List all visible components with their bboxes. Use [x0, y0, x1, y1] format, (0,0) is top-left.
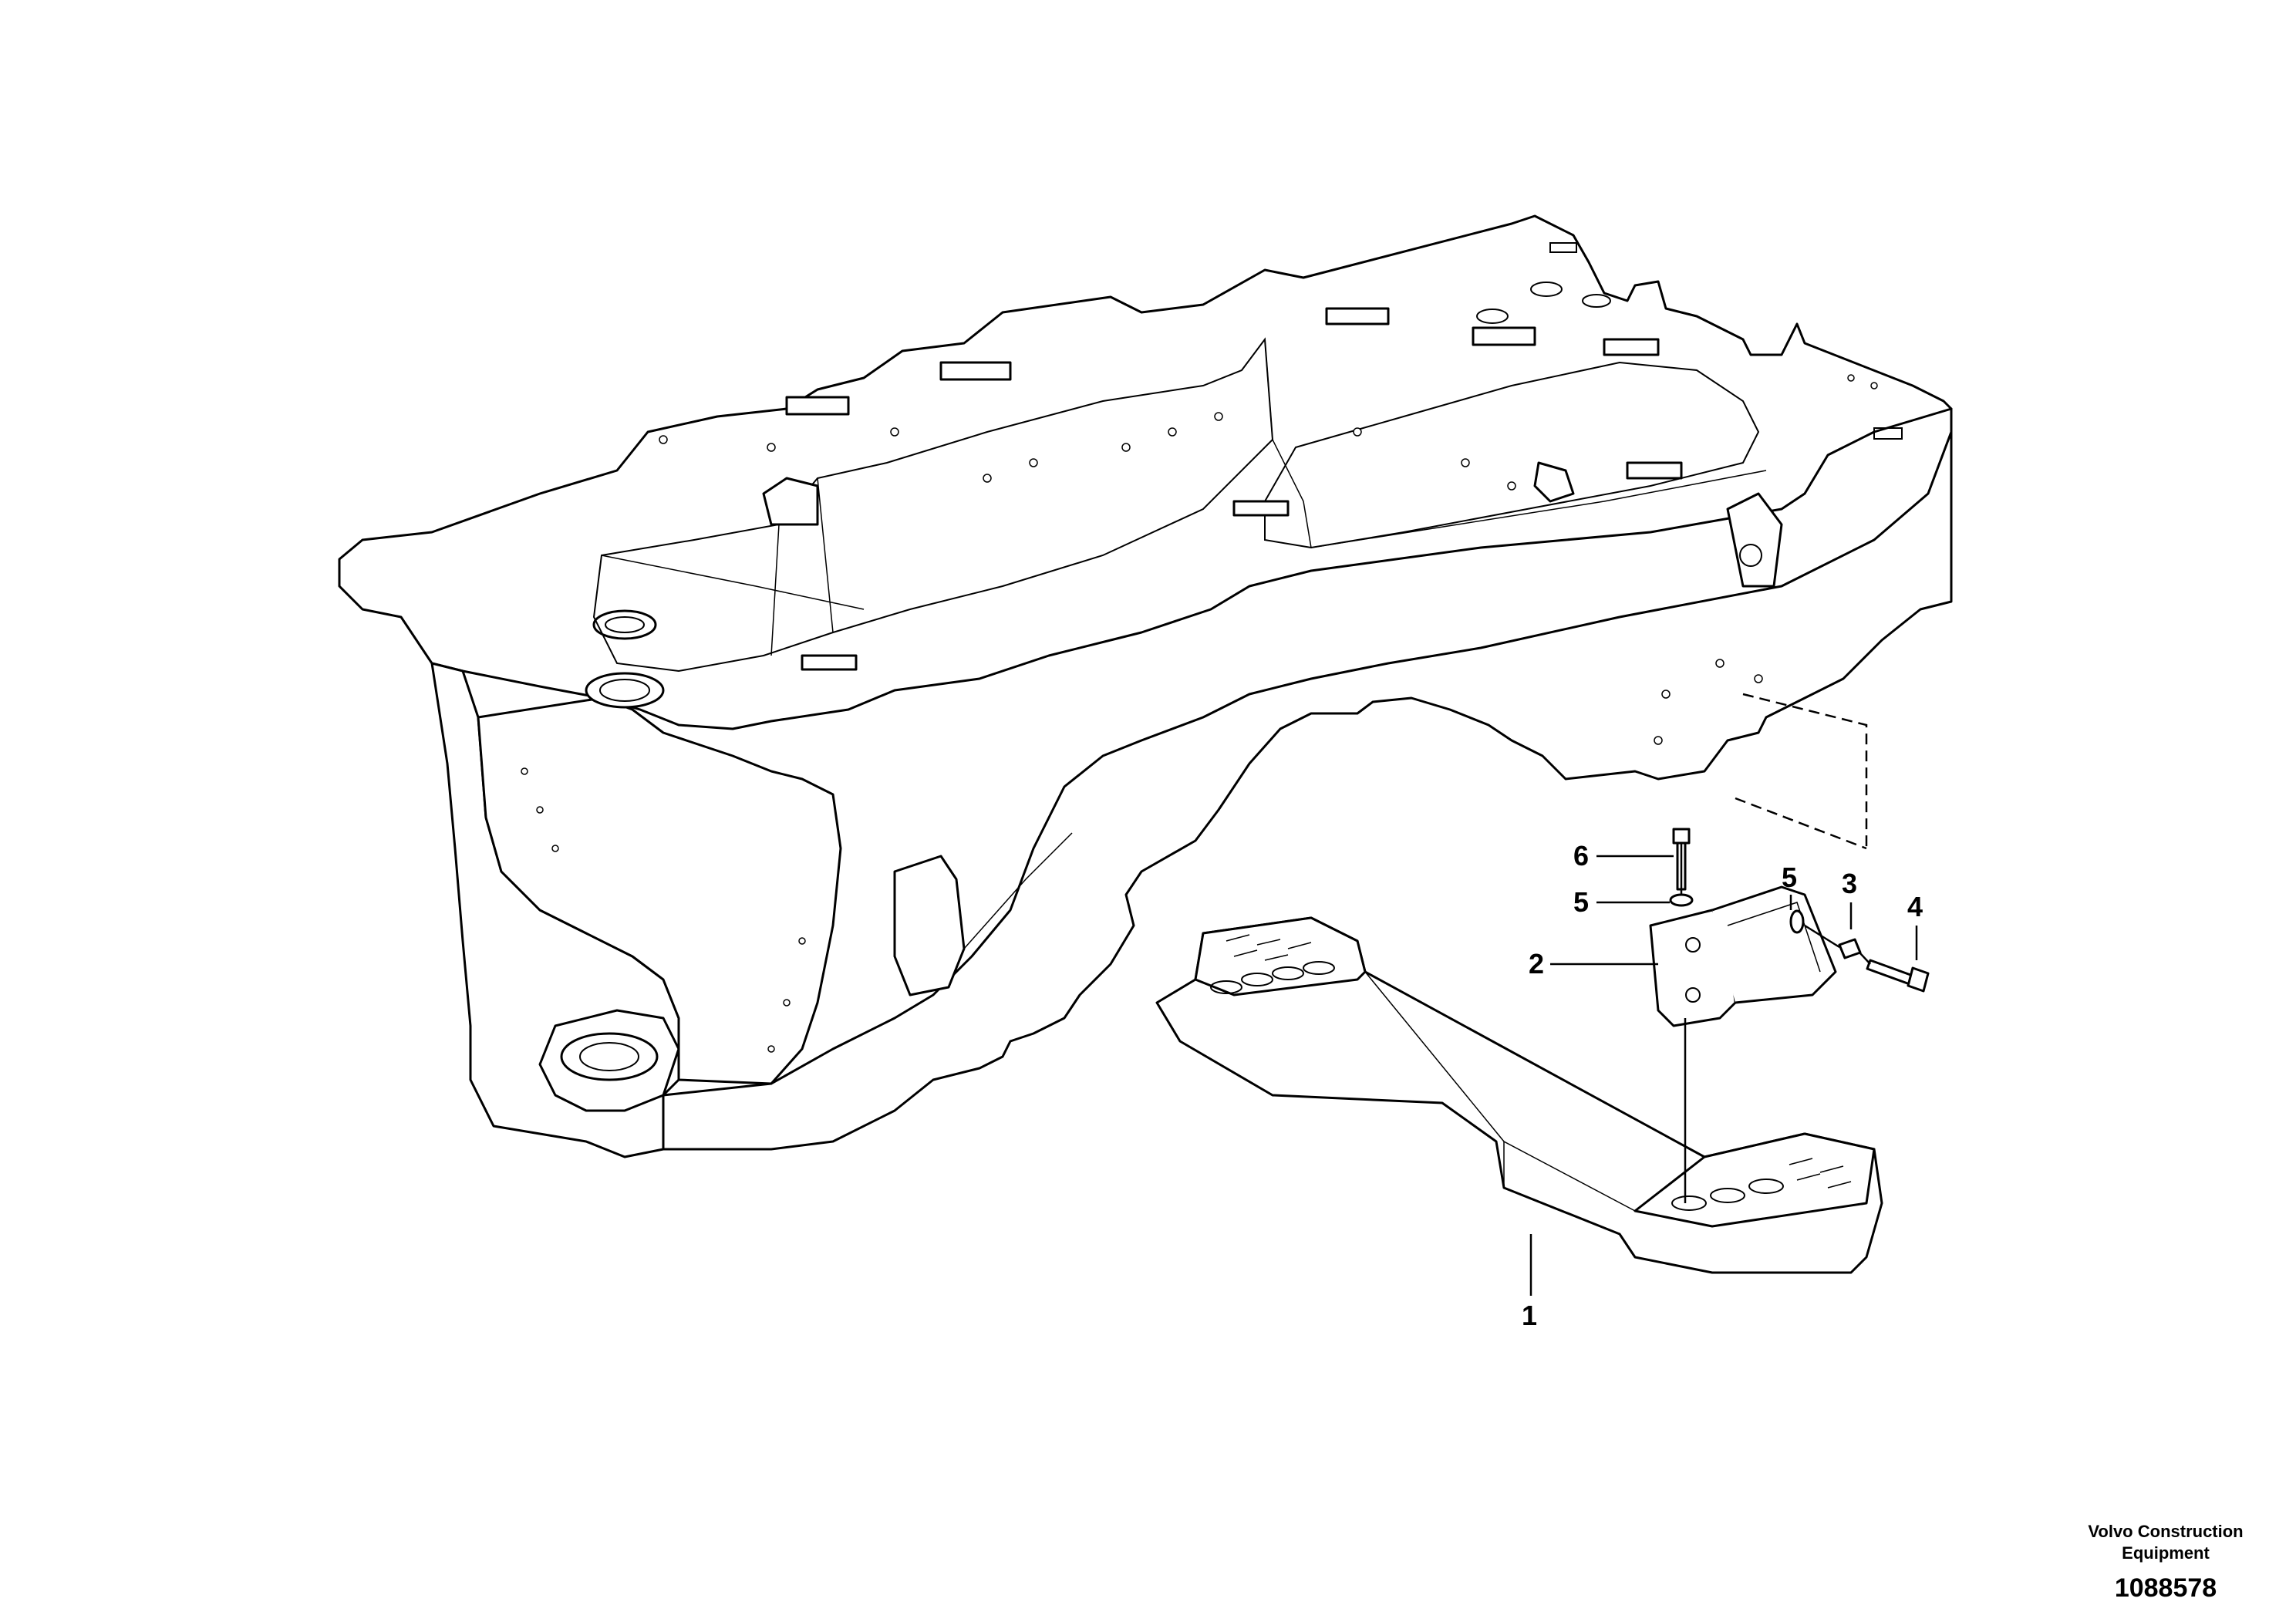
- spacer-item-3: [1838, 938, 1862, 959]
- callout-6: 6: [1573, 840, 1589, 872]
- callout-4: 4: [1907, 891, 1923, 922]
- bolt-item-4: [1866, 959, 1930, 993]
- callout-leaders: [1529, 855, 1918, 1296]
- callout-labels: 1 2 3 4 5 5 6: [1522, 840, 1923, 1331]
- callout-1: 1: [1522, 1300, 1537, 1331]
- mounting-bracket: [1649, 885, 1837, 1027]
- credit-block: Volvo Construction Equipment 1088578: [2088, 1522, 2243, 1603]
- document-number: 1088578: [2115, 1573, 2217, 1603]
- machine-frame: [338, 214, 1953, 1158]
- assembly-lines: [1680, 693, 1871, 1203]
- washer-item-5-upper: [1669, 893, 1694, 907]
- credit-line-1: Volvo Construction: [2088, 1522, 2243, 1541]
- callout-5-right: 5: [1782, 862, 1797, 893]
- credit-line-2: Equipment: [2122, 1543, 2210, 1563]
- washer-item-5-right: [1789, 909, 1805, 934]
- callout-3: 3: [1842, 868, 1857, 899]
- footstep-assembly: [1155, 916, 1883, 1274]
- callout-2: 2: [1529, 948, 1544, 980]
- callout-5-left: 5: [1573, 886, 1589, 918]
